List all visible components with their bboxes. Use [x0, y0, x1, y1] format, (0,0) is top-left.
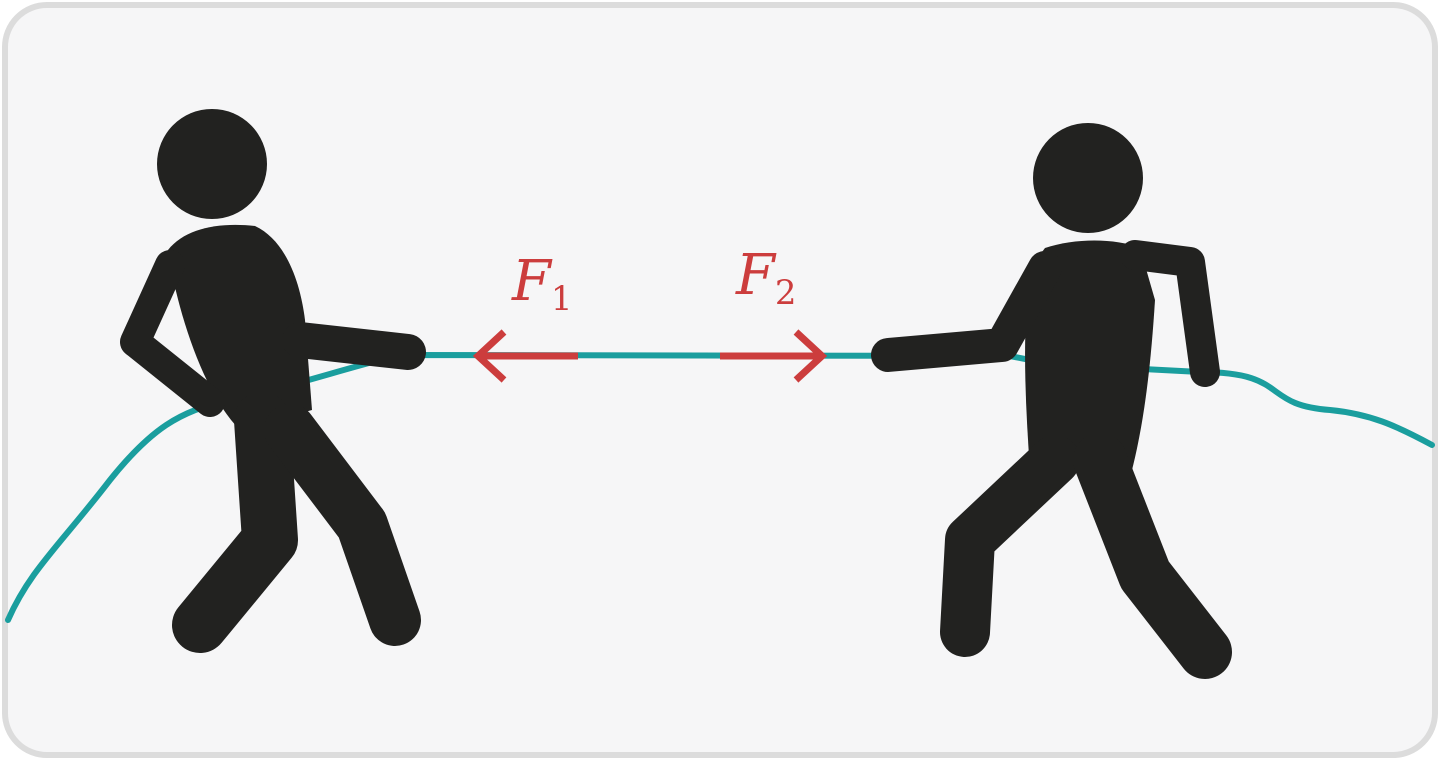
force-label-f1-subscript: 1	[551, 279, 573, 319]
person-left-back-leg	[172, 392, 298, 653]
force-label-f2-subscript: 2	[775, 273, 797, 313]
force-arrow-f1	[472, 329, 578, 383]
force-arrow-f1-head	[472, 329, 507, 383]
person-left-head	[157, 109, 267, 219]
person-left-back-arm	[120, 250, 225, 417]
person-left	[120, 109, 426, 653]
rope	[5, 351, 1435, 623]
person-left-front-arm	[282, 322, 426, 370]
force-arrow-f2	[720, 329, 828, 383]
person-left-torso	[168, 224, 312, 430]
person-right-front-leg	[1073, 433, 1232, 679]
force-label-f1: F1	[511, 249, 573, 319]
person-right-torso	[1025, 240, 1155, 470]
person-left-front-leg	[264, 404, 421, 646]
force-label-f2: F2	[735, 243, 797, 313]
person-right-head	[1033, 123, 1143, 233]
person-right-front-arm	[871, 251, 1062, 372]
person-right-back-leg	[940, 435, 1080, 657]
person-right	[871, 123, 1232, 679]
person-right-back-arm	[1120, 240, 1220, 387]
force-arrow-f2-head	[793, 329, 828, 383]
